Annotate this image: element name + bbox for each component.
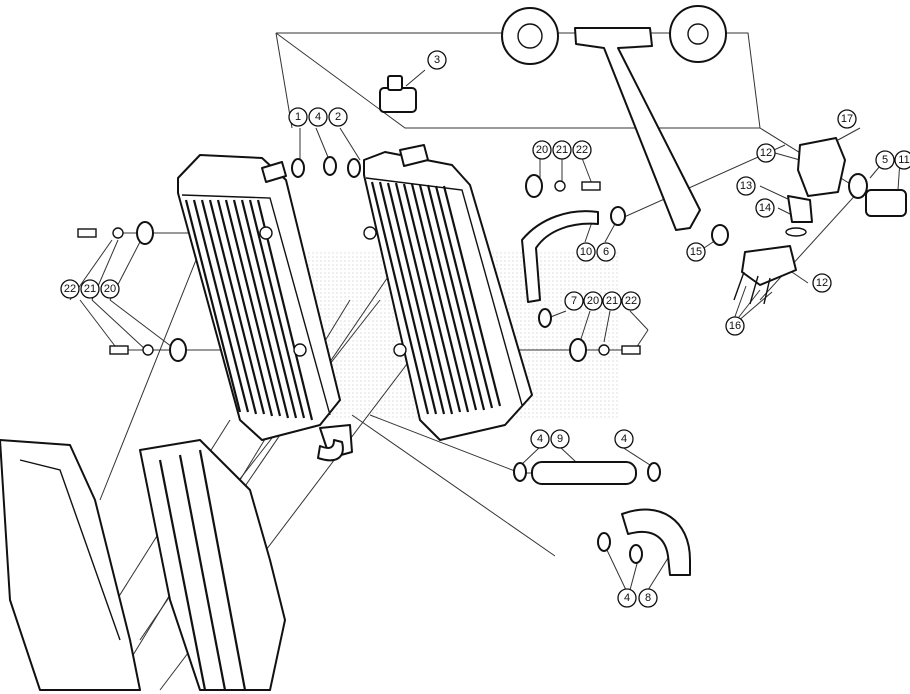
callout-label: 12 [816,277,828,289]
callout-label: 22 [576,144,588,156]
callout-20: 20 [532,140,552,160]
callout-12: 12 [812,273,832,293]
callout-label: 1 [295,111,301,123]
callout-label: 7 [571,295,577,307]
hoses [317,210,691,576]
radiator-cap [379,75,417,113]
callout-label: 16 [729,320,741,332]
callout-9: 9 [550,429,570,449]
callout-4: 4 [617,588,637,608]
callout-label: 4 [315,111,321,123]
fasteners [77,156,868,564]
callout-2: 2 [328,107,348,127]
overflow-tube [501,5,727,231]
callout-label: 13 [740,180,752,192]
callout-label: 12 [760,147,772,159]
callout-label: 21 [556,144,568,156]
callout-label: 11 [898,154,909,166]
callout-21: 21 [552,140,572,160]
callout-14: 14 [755,198,775,218]
callout-label: 10 [580,246,592,258]
callout-15: 15 [686,242,706,262]
callout-label: 9 [557,433,563,445]
callout-3: 3 [427,50,447,70]
callout-label: 22 [625,295,637,307]
callout-1: 1 [288,107,308,127]
callout-label: 21 [606,295,618,307]
callout-10: 10 [576,242,596,262]
callout-4: 4 [308,107,328,127]
callout-label: 4 [621,433,627,445]
callout-label: 6 [603,246,609,258]
callout-label: 4 [537,433,543,445]
callout-label: 2 [335,111,341,123]
callout-7: 7 [564,291,584,311]
thermostat-housing [733,137,907,305]
callout-13: 13 [736,176,756,196]
radiator-left [177,154,353,459]
callout-20: 20 [100,279,120,299]
callout-label: 8 [645,592,651,604]
callout-label: 20 [587,295,599,307]
callout-label: 22 [64,283,76,295]
callout-12: 12 [756,143,776,163]
callout-label: 20 [536,144,548,156]
callout-6: 6 [596,242,616,262]
callout-22: 22 [621,291,641,311]
callout-label: 4 [624,592,630,604]
callout-label: 17 [841,113,853,125]
radiator-right [363,144,533,441]
callout-label: 5 [882,154,888,166]
callout-4: 4 [614,429,634,449]
callout-label: 14 [759,202,771,214]
callout-label: 3 [434,54,440,66]
callout-16: 16 [725,316,745,336]
callout-label: 15 [690,246,702,258]
callout-5: 5 [875,150,895,170]
callout-label: 21 [84,283,96,295]
callout-22: 22 [572,140,592,160]
callout-17: 17 [837,109,857,129]
radiator-guards [0,439,286,691]
callout-22: 22 [60,279,80,299]
callout-label: 20 [104,283,116,295]
callout-20: 20 [583,291,603,311]
callout-8: 8 [638,588,658,608]
callout-21: 21 [602,291,622,311]
callout-4: 4 [530,429,550,449]
callout-11: 11 [894,150,910,170]
callout-21: 21 [80,279,100,299]
